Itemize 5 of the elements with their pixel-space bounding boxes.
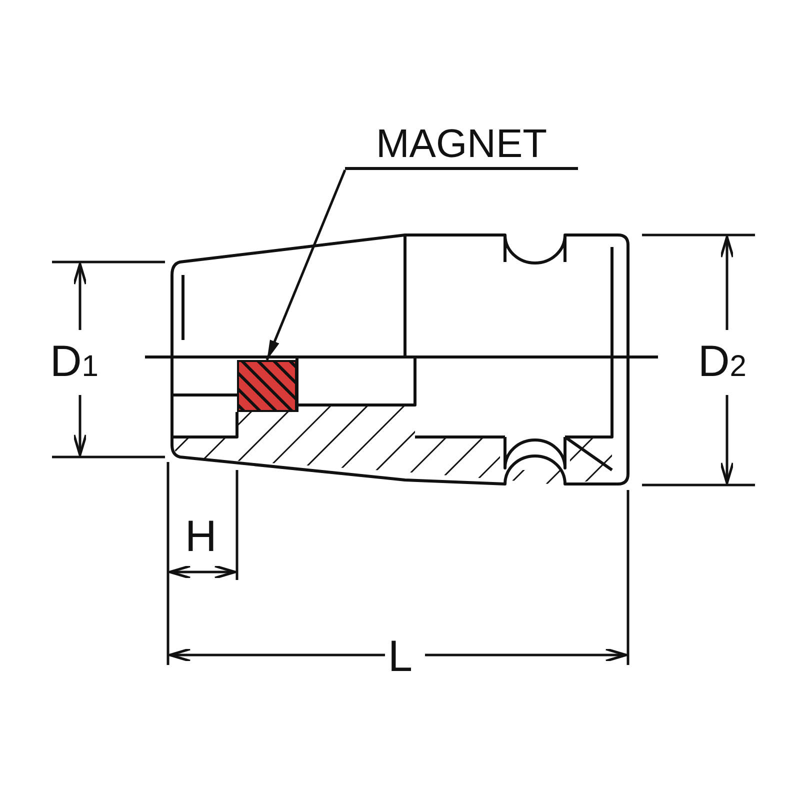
leader-line [266,170,346,360]
magnet-insert [237,360,297,412]
dimension-label: L [388,635,412,679]
part-label: MAGNET [345,122,578,170]
dimension-label: H [185,515,217,559]
